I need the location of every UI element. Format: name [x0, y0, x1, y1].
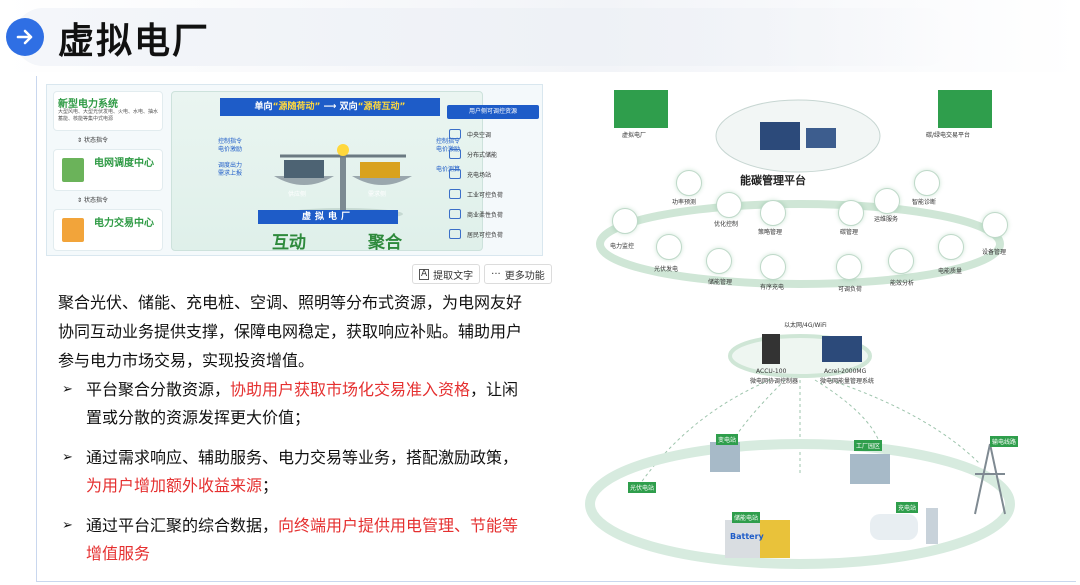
- node-label: 功率预测: [672, 199, 697, 206]
- storage-icon: [706, 248, 732, 274]
- supply-label: 供应侧: [288, 191, 307, 198]
- power-trading-heading: 电力交易中心: [94, 218, 154, 229]
- storage-icon: [449, 149, 461, 159]
- ac-icon: [449, 129, 461, 139]
- demand-label: 需求侧: [368, 191, 387, 198]
- content-frame: [36, 76, 1076, 582]
- resource-item: 分布式储能: [449, 149, 497, 159]
- grid-dispatch-heading: 电网调度中心: [94, 158, 154, 169]
- resident-icon: [449, 229, 461, 239]
- energy-platform-diagram: 虚拟电厂 碳/绿电交易平台 能碳管理平台 功率预测 优化控制 策略管理 碳管理 …: [570, 84, 1062, 576]
- vpp-node-label: 虚拟电厂: [622, 132, 647, 139]
- node-label: 有序充电: [760, 284, 785, 291]
- site-tag: 工厂园区: [854, 440, 883, 451]
- platform-title: 能碳管理平台: [740, 174, 806, 187]
- node-label: 设备管理: [982, 249, 1007, 256]
- resource-item: 充电场站: [449, 169, 491, 179]
- efficiency-icon: [888, 248, 914, 274]
- status-arrow-2: ⇕ 状态指令: [77, 197, 108, 204]
- dispatch-center-icon: [62, 158, 84, 182]
- calligraphy-aggregate: 聚合: [368, 233, 402, 251]
- battery-label: Battery: [730, 532, 764, 541]
- bullet-arrow-icon: ➢: [62, 382, 73, 397]
- charging-icon: [760, 254, 786, 280]
- vpp-concept-diagram: 新型电力系统 大型风电、大型光伏发电、火电、水电、抽水蓄能、核能等集中式电源 ⇕…: [46, 84, 543, 256]
- node-label: 光伏发电: [654, 266, 679, 273]
- building-icon: [449, 209, 461, 219]
- bullet-item: ➢ 通过需求响应、辅助服务、电力交易等业务，搭配激励政策，为用户增加额外收益来源…: [62, 444, 532, 500]
- node-label: 可调负荷: [838, 286, 863, 293]
- node-label: 优化控制: [714, 221, 739, 228]
- device-icon: [982, 212, 1008, 238]
- title-pill: [14, 8, 954, 66]
- diagnosis-icon: [914, 170, 940, 196]
- load-icon: [836, 254, 862, 280]
- bullet-arrow-icon: ➢: [62, 450, 73, 465]
- status-arrow-1: ⇕ 状态指令: [77, 137, 108, 144]
- bullet-item: ➢ 通过平台汇聚的综合数据，向终端用户提供用电管理、节能等增值服务: [62, 512, 532, 568]
- site-tag: 充电站: [896, 502, 919, 513]
- title-bar: 虚拟电厂: [0, 0, 1080, 72]
- site-tag: 光伏电站: [628, 482, 657, 493]
- new-power-system-heading: 新型电力系统: [58, 99, 118, 110]
- network-label: 以太网/4G/WiFi: [784, 322, 827, 329]
- device1-name: ACCU-100: [756, 368, 787, 375]
- pv-icon: [656, 234, 682, 260]
- new-power-system-desc: 大型风电、大型光伏发电、火电、水电、抽水蓄能、核能等集中式电源: [58, 109, 159, 122]
- bullet-arrow-icon: ➢: [62, 518, 73, 533]
- image-toolbar: A 提取文字 ··· 更多功能: [412, 264, 552, 284]
- vpp-label: 虚拟电厂: [258, 210, 398, 224]
- node-label: 电能质量: [938, 268, 963, 275]
- charging-icon: [449, 169, 461, 179]
- node-label: 智能诊断: [912, 199, 937, 206]
- node-label: 储能管理: [708, 279, 733, 286]
- arrow-right-icon: [6, 18, 44, 56]
- node-label: 策略管理: [758, 229, 783, 236]
- trading-center-icon: [62, 218, 84, 242]
- bullet-list: ➢ 平台聚合分散资源，协助用户获取市场化交易准入资格，让闲置或分散的资源发挥更大…: [62, 376, 532, 580]
- device1-desc: 微电网协调控制器: [750, 378, 799, 385]
- node-label: 碳管理: [840, 229, 859, 236]
- node-label: 运维服务: [874, 216, 899, 223]
- summary-paragraph: 聚合光伏、储能、充电桩、空调、照明等分布式资源，为电网友好协同互动业务提供支撑，…: [58, 293, 523, 370]
- carbon-icon: [838, 200, 864, 226]
- power-trading-card: 电力交易中心: [53, 209, 163, 251]
- site-tag: 输电线路: [990, 436, 1019, 447]
- monitor-icon: [612, 208, 638, 234]
- calligraphy-interact: 互动: [272, 233, 306, 251]
- interaction-banner: 单向“源随荷动” ⟶ 双向“源荷互动”: [220, 98, 440, 116]
- maintenance-icon: [874, 188, 900, 214]
- more-icon: ···: [491, 268, 501, 280]
- page-title: 虚拟电厂: [58, 21, 211, 62]
- device2-name: Acrel-2000MG: [824, 368, 867, 375]
- resource-item: 商业柔性负荷: [449, 209, 503, 219]
- platform-diagram-graphics: [585, 90, 1015, 569]
- text-scan-icon: A: [419, 268, 430, 280]
- extract-text-button[interactable]: A 提取文字: [412, 264, 481, 284]
- node-label: 能效分析: [890, 280, 915, 287]
- resource-item: 中央空调: [449, 129, 491, 139]
- device2-desc: 微电网能量管理系统: [820, 378, 875, 385]
- site-tag: 变电站: [716, 434, 739, 445]
- right-notes: 控制指令电价激励 电价测算: [436, 138, 461, 173]
- optimize-icon: [716, 192, 742, 218]
- quality-icon: [938, 234, 964, 260]
- factory-icon: [449, 189, 461, 199]
- balance-scale-icon: [274, 144, 412, 220]
- resource-item: 工业可控负荷: [449, 189, 503, 199]
- grid-dispatch-card: 电网调度中心: [53, 149, 163, 191]
- carbon-trading-label: 碳/绿电交易平台: [926, 132, 971, 139]
- strategy-icon: [760, 200, 786, 226]
- vpp-center-panel: 单向“源随荷动” ⟶ 双向“源荷互动” 控制指令电价激励 调度出力需求上报 控制…: [171, 91, 483, 251]
- node-label: 电力监控: [610, 243, 635, 250]
- bullet-item: ➢ 平台聚合分散资源，协助用户获取市场化交易准入资格，让闲置或分散的资源发挥更大…: [62, 376, 532, 432]
- left-notes: 控制指令电价激励 调度出力需求上报: [218, 138, 243, 177]
- resources-title: 用户侧可调控资源: [447, 105, 539, 119]
- forecast-icon: [676, 170, 702, 196]
- site-tag: 储能电站: [732, 512, 761, 523]
- resource-item: 居民可控负荷: [449, 229, 503, 239]
- more-functions-button[interactable]: ··· 更多功能: [484, 264, 552, 284]
- new-power-system-card: 新型电力系统 大型风电、大型光伏发电、火电、水电、抽水蓄能、核能等集中式电源: [53, 91, 163, 131]
